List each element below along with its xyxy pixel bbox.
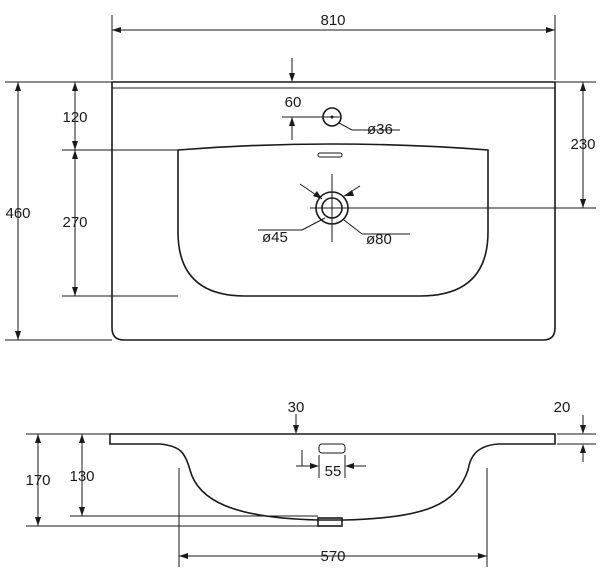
overflow-slot bbox=[317, 152, 343, 158]
dim-170: 170 bbox=[25, 472, 50, 489]
dim-60: 60 bbox=[285, 94, 302, 111]
dim-d36: ø36 bbox=[367, 121, 393, 138]
dim-570: 570 bbox=[320, 548, 345, 565]
countertop-outline bbox=[111, 81, 556, 341]
dim-120: 120 bbox=[62, 109, 87, 126]
basin-outline bbox=[177, 143, 489, 297]
dim-230: 230 bbox=[570, 136, 595, 153]
dim-810: 810 bbox=[320, 12, 345, 29]
dim-20: 20 bbox=[554, 399, 571, 416]
top-view bbox=[111, 81, 556, 341]
side-profile bbox=[109, 433, 556, 521]
dim-270: 270 bbox=[62, 214, 87, 231]
top-view-dimensions: 810 60 ø36 460 120 270 2 bbox=[5, 12, 596, 341]
dim-d80: ø80 bbox=[366, 231, 392, 248]
dim-130: 130 bbox=[69, 468, 94, 485]
side-view-dimensions: 30 20 170 130 55 57 bbox=[25, 399, 596, 567]
dim-d45: ø45 bbox=[262, 229, 288, 246]
side-view bbox=[109, 433, 556, 527]
drain-stub bbox=[317, 517, 343, 527]
dim-30: 30 bbox=[288, 399, 305, 416]
overflow-notch bbox=[318, 443, 346, 454]
dim-460: 460 bbox=[5, 205, 30, 222]
dim-55: 55 bbox=[325, 463, 342, 480]
